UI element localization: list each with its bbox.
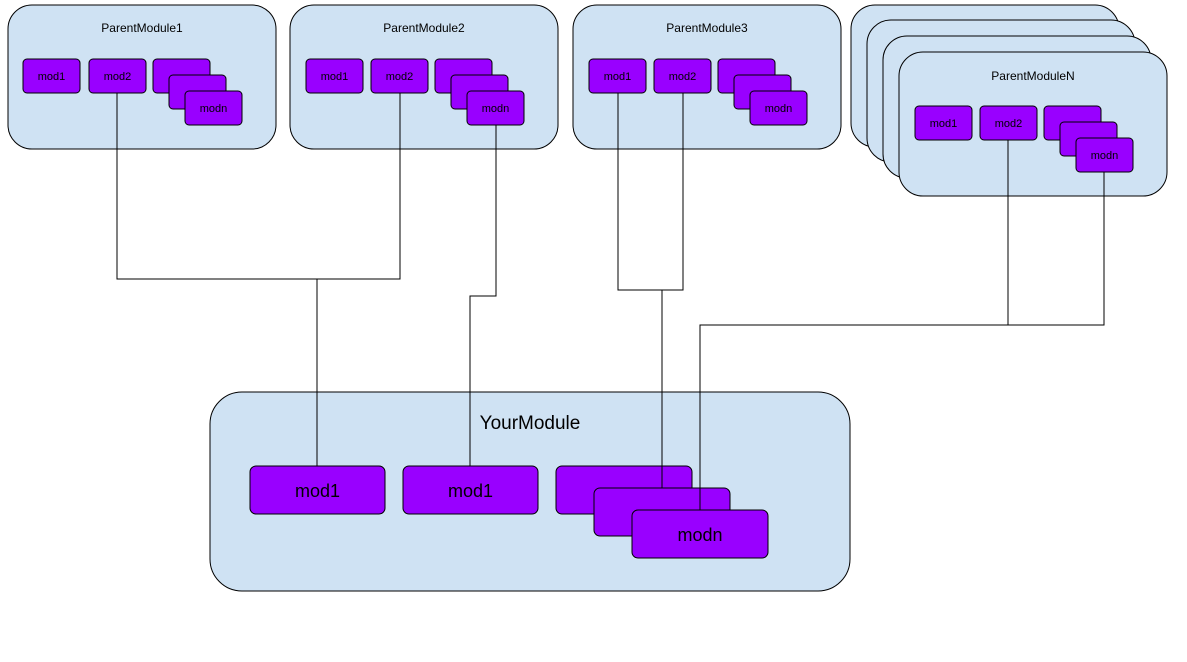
parent-module-1-mod1-box bbox=[22, 58, 81, 94]
parent-module-3: ParentModule3 mod1 mod2 modn bbox=[572, 4, 842, 150]
parent-module-n-title: ParentModuleN bbox=[991, 69, 1074, 83]
parent-module-2-mod1-label: mod1 bbox=[321, 71, 349, 83]
your-module-mod2-label: mod1 bbox=[448, 481, 493, 501]
parent-module-2: ParentModule2 mod1 mod2 modn bbox=[289, 4, 559, 150]
parent-module-n-mod1-label: mod1 bbox=[930, 118, 958, 130]
parent-module-1-mod1-label: mod1 bbox=[38, 71, 66, 83]
parent-module-1-modn-label: modn bbox=[200, 103, 228, 115]
parent-module-1-modn-box bbox=[184, 90, 243, 126]
your-module-modn-label: modn bbox=[677, 525, 722, 545]
parent-module-3-mod1-label: mod1 bbox=[604, 71, 632, 83]
parent-module-n-mod2-label: mod2 bbox=[995, 118, 1023, 130]
parent-module-n-modn-label: modn bbox=[1091, 150, 1119, 162]
parent-module-1-title: ParentModule1 bbox=[101, 21, 183, 35]
parent-module-2-mod1-box bbox=[305, 58, 364, 94]
your-module: YourModule mod1 mod1 modn bbox=[209, 391, 851, 592]
connector-pm1-mod2-pm2-mod2 bbox=[116, 93, 401, 280]
connector-pm3-mod1-mod2 bbox=[617, 93, 684, 291]
connectors bbox=[116, 93, 1105, 510]
parent-module-3-modn-box bbox=[749, 90, 808, 126]
parent-module-3-title: ParentModule3 bbox=[666, 21, 748, 35]
parent-module-2-title: ParentModule2 bbox=[383, 21, 465, 35]
your-module-mod1-label: mod1 bbox=[295, 481, 340, 501]
parent-module-1: ParentModule1 mod1 mod2 modn bbox=[7, 4, 277, 150]
parent-module-n: ParentModuleN mod1 mod2 modn bbox=[850, 4, 1168, 197]
connector-pmn-to-your-modn bbox=[699, 324, 1008, 510]
your-module-title: YourModule bbox=[480, 413, 581, 434]
parent-module-n-mod1-box bbox=[914, 105, 973, 141]
connector-pmn-mod2-modn bbox=[1007, 140, 1105, 326]
parent-module-3-modn-label: modn bbox=[765, 103, 793, 115]
parent-module-1-mod2-label: mod2 bbox=[104, 71, 132, 83]
parent-module-3-mod2-label: mod2 bbox=[669, 71, 697, 83]
parent-module-2-modn-label: modn bbox=[482, 103, 510, 115]
parent-module-2-mod2-label: mod2 bbox=[386, 71, 414, 83]
connector-pm2-modn-to-your-mod2 bbox=[469, 125, 497, 466]
